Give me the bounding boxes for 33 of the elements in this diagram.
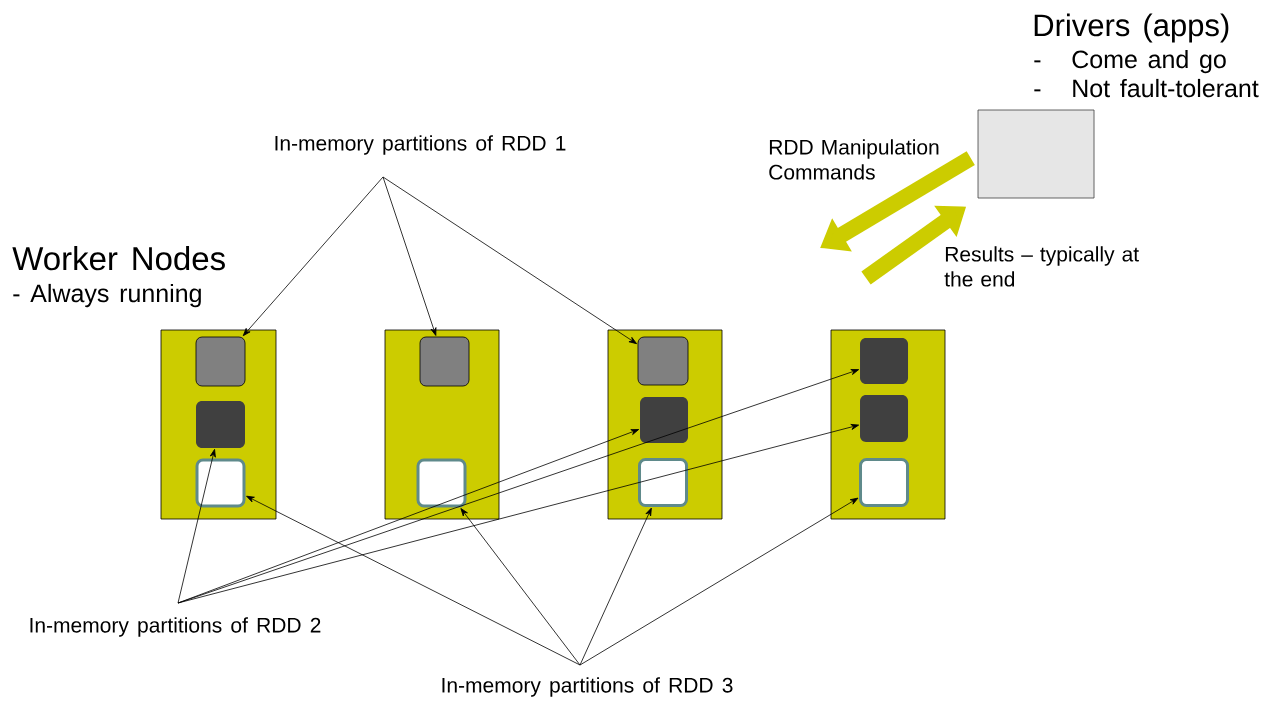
section-heading: Worker Nodes [12,246,225,271]
leader-line [382,176,437,336]
bullet: - [1034,89,1041,92]
leader-line [460,508,581,666]
partition-box [195,336,246,387]
leader-line [579,497,859,666]
partition-box [638,458,688,507]
partition-box [195,458,246,508]
bullet-item: Not fault-tolerant [1073,78,1259,98]
leader-line [246,495,581,666]
leader-line [177,449,216,604]
callout-text: In-memory partitions of RDD 2 [30,617,321,637]
partition-box [419,336,470,387]
callout-text: In-memory partitions of RDD 3 [442,677,733,697]
leader-line [177,369,860,604]
leader-line [579,507,652,666]
callout-text: In-memory partitions of RDD 1 [275,135,566,155]
bullet-item: Come and go [1072,49,1226,74]
heading: Drivers (apps) [1034,13,1229,43]
section-note: - Always running [13,283,201,308]
partition-box [196,401,245,448]
partition-box [860,338,908,384]
partition-box [860,395,908,442]
bullet: - [1034,60,1041,63]
leader-line [382,176,637,345]
partition-box [416,458,467,508]
edge-label: RDD Manipulation Commands [769,139,939,180]
edge-label: Results – typically at the end [944,246,1139,287]
partition-box [640,397,688,443]
partition-box [637,336,689,386]
leader-line [177,424,860,604]
partition-box [859,458,909,507]
leader-line [242,176,384,337]
